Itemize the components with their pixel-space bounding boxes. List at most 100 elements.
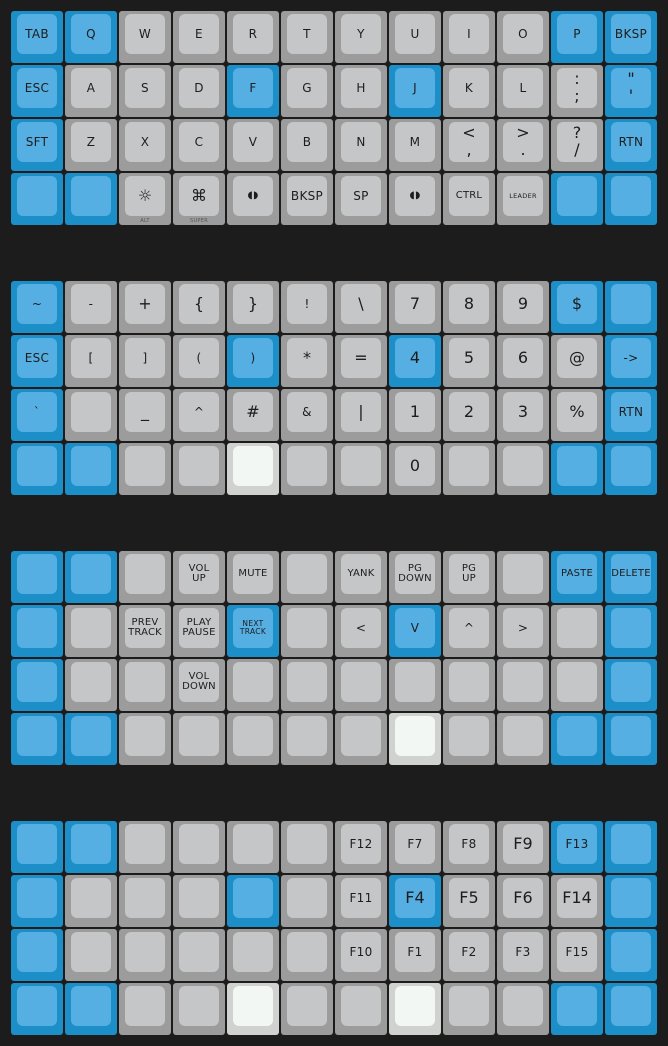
key-l3-r1-c12[interactable]: DELETE [605,551,657,603]
key-l1-r1-c4[interactable]: E [173,11,225,63]
key-l1-r3-c1[interactable]: SFT [11,119,63,171]
key-l4-r3-c9[interactable]: F2 [443,929,495,981]
key-l3-r3-c3[interactable] [119,659,171,711]
key-l4-r2-c11[interactable]: F14 [551,875,603,927]
key-l1-r3-c4[interactable]: C [173,119,225,171]
key-l2-r4-c5[interactable] [227,443,279,495]
key-l2-r4-c8[interactable]: 0 [389,443,441,495]
key-l2-r1-c9[interactable]: 8 [443,281,495,333]
key-l2-r2-c7[interactable]: = [335,335,387,387]
key-l2-r3-c2[interactable] [65,389,117,441]
key-l4-r2-c7[interactable]: F11 [335,875,387,927]
key-l3-r2-c7[interactable]: < [335,605,387,657]
key-l4-r3-c1[interactable] [11,929,63,981]
key-l2-r3-c8[interactable]: 1 [389,389,441,441]
key-l2-r2-c2[interactable]: [ [65,335,117,387]
key-l2-r1-c3[interactable]: + [119,281,171,333]
key-l4-r2-c4[interactable] [173,875,225,927]
key-l4-r3-c7[interactable]: F10 [335,929,387,981]
key-l4-r4-c4[interactable] [173,983,225,1035]
key-l4-r1-c5[interactable] [227,821,279,873]
key-l2-r2-c9[interactable]: 5 [443,335,495,387]
key-l1-r4-c9[interactable]: CTRL [443,173,495,225]
key-l3-r4-c9[interactable] [443,713,495,765]
key-l4-r4-c9[interactable] [443,983,495,1035]
key-l1-r3-c6[interactable]: B [281,119,333,171]
key-l3-r1-c5[interactable]: MUTE [227,551,279,603]
key-l1-r3-c9[interactable]: <, [443,119,495,171]
key-l2-r4-c4[interactable] [173,443,225,495]
key-l4-r3-c5[interactable] [227,929,279,981]
key-l2-r2-c8[interactable]: 4 [389,335,441,387]
key-l2-r4-c2[interactable] [65,443,117,495]
key-l3-r4-c2[interactable] [65,713,117,765]
key-l1-r2-c9[interactable]: K [443,65,495,117]
key-l1-r4-c6[interactable]: BKSP [281,173,333,225]
key-l4-r2-c1[interactable] [11,875,63,927]
key-l3-r2-c8[interactable]: V [389,605,441,657]
key-l3-r1-c3[interactable] [119,551,171,603]
key-l2-r1-c5[interactable]: } [227,281,279,333]
key-l4-r1-c3[interactable] [119,821,171,873]
key-l4-r4-c10[interactable] [497,983,549,1035]
key-l1-r4-c1[interactable] [11,173,63,225]
key-l3-r3-c11[interactable] [551,659,603,711]
key-l3-r3-c1[interactable] [11,659,63,711]
key-l2-r1-c4[interactable]: { [173,281,225,333]
key-l3-r4-c11[interactable] [551,713,603,765]
key-l2-r3-c9[interactable]: 2 [443,389,495,441]
key-l4-r4-c12[interactable] [605,983,657,1035]
key-l4-r4-c11[interactable] [551,983,603,1035]
key-l1-r3-c7[interactable]: N [335,119,387,171]
key-l1-r4-c11[interactable] [551,173,603,225]
key-l3-r4-c1[interactable] [11,713,63,765]
key-l1-r4-c8[interactable]: ◖◗ [389,173,441,225]
key-l2-r2-c1[interactable]: ESC [11,335,63,387]
key-l3-r4-c7[interactable] [335,713,387,765]
key-l4-r2-c5[interactable] [227,875,279,927]
key-l1-r2-c8[interactable]: J [389,65,441,117]
key-l1-r2-c2[interactable]: A [65,65,117,117]
key-l1-r3-c11[interactable]: ?/ [551,119,603,171]
key-l3-r4-c12[interactable] [605,713,657,765]
key-l4-r4-c6[interactable] [281,983,333,1035]
key-l3-r2-c2[interactable] [65,605,117,657]
key-l1-r1-c3[interactable]: W [119,11,171,63]
key-l2-r3-c6[interactable]: & [281,389,333,441]
key-l3-r3-c6[interactable] [281,659,333,711]
key-l1-r1-c1[interactable]: TAB [11,11,63,63]
key-l2-r3-c11[interactable]: % [551,389,603,441]
key-l2-r4-c10[interactable] [497,443,549,495]
key-l4-r4-c1[interactable] [11,983,63,1035]
key-l1-r1-c8[interactable]: U [389,11,441,63]
key-l2-r3-c10[interactable]: 3 [497,389,549,441]
key-l4-r1-c6[interactable] [281,821,333,873]
key-l1-r3-c3[interactable]: X [119,119,171,171]
key-l2-r2-c5[interactable]: ) [227,335,279,387]
key-l2-r3-c3[interactable]: _ [119,389,171,441]
key-l4-r1-c10[interactable]: F9 [497,821,549,873]
key-l2-r1-c12[interactable] [605,281,657,333]
key-l3-r3-c5[interactable] [227,659,279,711]
key-l1-r1-c10[interactable]: O [497,11,549,63]
key-l4-r2-c8[interactable]: F4 [389,875,441,927]
key-l4-r1-c1[interactable] [11,821,63,873]
key-l2-r1-c7[interactable]: \ [335,281,387,333]
key-l1-r2-c6[interactable]: G [281,65,333,117]
key-l4-r1-c7[interactable]: F12 [335,821,387,873]
key-l4-r4-c7[interactable] [335,983,387,1035]
key-l4-r3-c2[interactable] [65,929,117,981]
key-l1-r1-c12[interactable]: BKSP [605,11,657,63]
key-l4-r2-c6[interactable] [281,875,333,927]
key-l2-r2-c3[interactable]: ] [119,335,171,387]
key-l3-r1-c1[interactable] [11,551,63,603]
key-l2-r2-c4[interactable]: ( [173,335,225,387]
key-l3-r2-c12[interactable] [605,605,657,657]
key-l1-r1-c5[interactable]: R [227,11,279,63]
key-l3-r4-c4[interactable] [173,713,225,765]
key-l2-r1-c6[interactable]: ! [281,281,333,333]
